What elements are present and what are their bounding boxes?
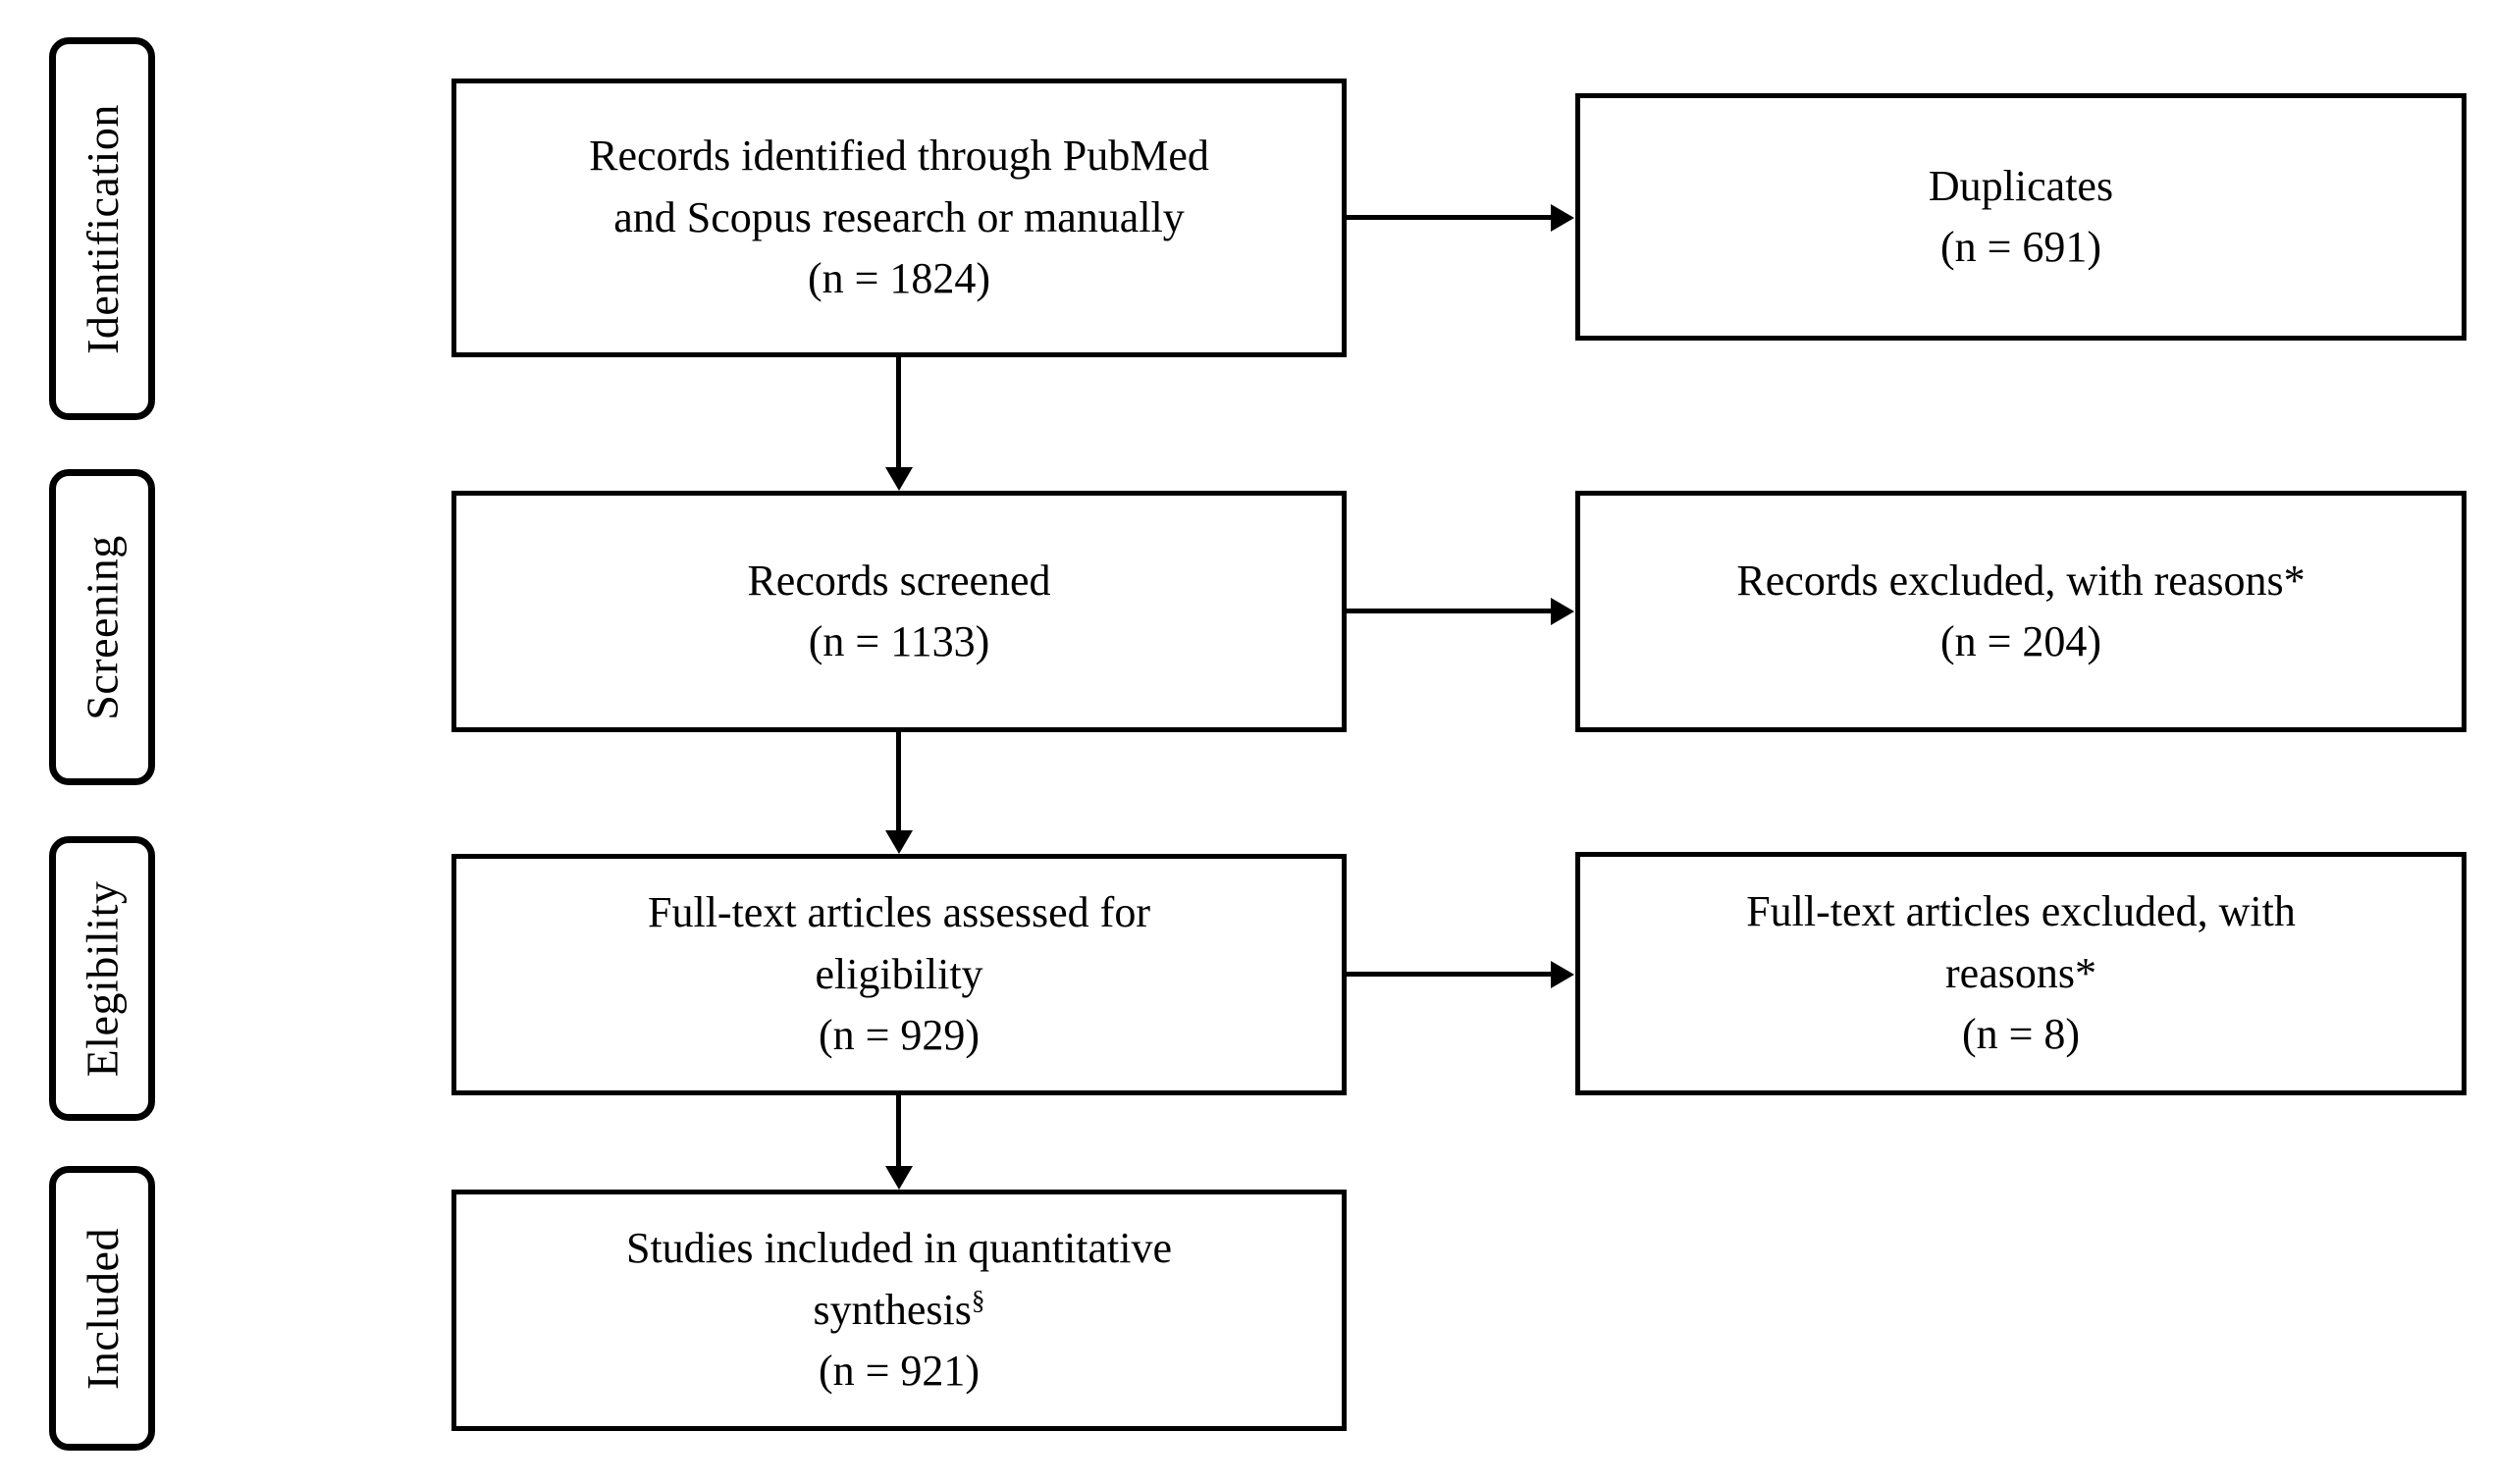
box-text-line: Full-text articles excluded, with [1746,887,2296,936]
duplicates-box: Duplicates (n = 691) [1575,93,2466,341]
box-count: (n = 1133) [808,617,990,665]
box-count: (n = 1824) [807,254,991,303]
arrowhead-down-icon [885,467,913,491]
box-text-line: reasons* [1945,948,2096,997]
arrow-shaft [896,732,901,830]
box-text-line: Records identified through PubMed [589,132,1209,181]
arrowhead-right-icon [1551,204,1574,232]
records-screened-box: Records screened (n = 1133) [451,491,1347,732]
box-text-line: Records excluded, with reasons* [1736,556,2306,605]
stage-label-text: Included [77,1227,128,1390]
stage-label-screening: Screening [49,469,155,785]
box-text-line: Records screened [747,556,1051,605]
fulltext-excluded-box: Full-text articles excluded, with reason… [1575,852,2466,1095]
stage-label-elegibility: Elegibility [49,836,155,1121]
arrowhead-down-icon [885,1166,913,1190]
arrow-shaft [1347,215,1553,220]
box-count: (n = 929) [818,1011,981,1060]
arrow-shaft [1347,609,1553,613]
box-count: (n = 921) [818,1347,981,1396]
studies-included-box: Studies included in quantitative synthes… [451,1190,1347,1431]
arrow-shaft [896,357,901,469]
box-text-line: Duplicates [1928,161,2114,210]
box-count: (n = 691) [1939,223,2102,271]
arrow-shaft [896,1095,901,1166]
box-text-line: Full-text articles assessed for [648,888,1150,937]
arrowhead-right-icon [1551,961,1574,988]
box-text-line: Studies included in quantitative [625,1224,1172,1273]
box-count: (n = 8) [1961,1010,2081,1059]
stage-label-text: Elegibility [77,880,128,1077]
stage-label-text: Screening [77,534,128,720]
stage-label-text: Identification [77,103,128,354]
section-mark-superscript: § [971,1285,985,1315]
box-text-base: synthesis [813,1285,972,1334]
records-identified-box: Records identified through PubMed and Sc… [451,79,1347,357]
box-count: (n = 204) [1939,617,2102,665]
records-excluded-box: Records excluded, with reasons* (n = 204… [1575,491,2466,732]
fulltext-assessed-box: Full-text articles assessed for eligibil… [451,854,1347,1095]
box-text-line: and Scopus research or manually [613,192,1185,241]
arrowhead-right-icon [1551,598,1574,625]
stage-label-identification: Identification [49,37,155,420]
arrow-shaft [1347,972,1553,977]
stage-label-included: Included [49,1166,155,1451]
arrowhead-down-icon [885,830,913,854]
box-text-line: synthesis§ [814,1280,985,1341]
box-text-line: eligibility [815,949,983,998]
